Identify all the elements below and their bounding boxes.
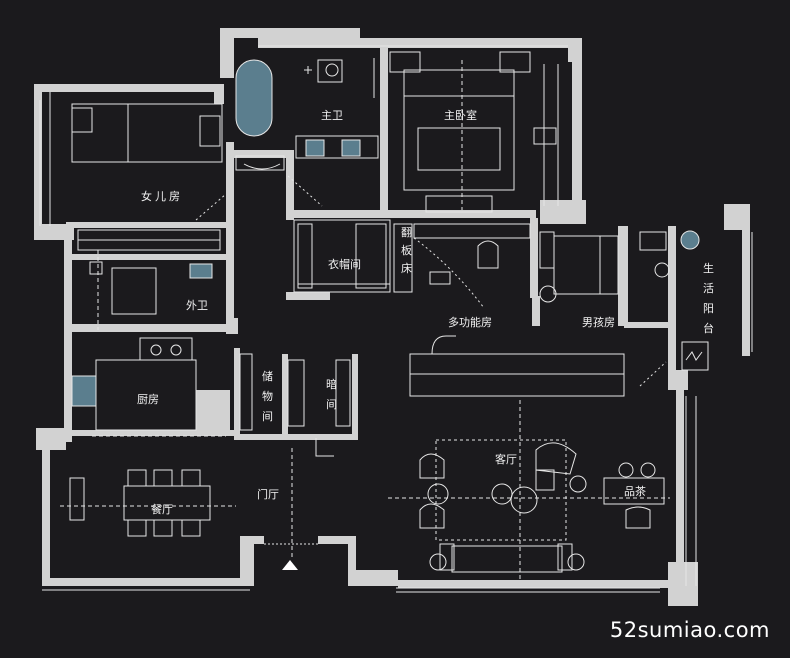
watermark: 52sumiao.com <box>609 618 770 642</box>
linework <box>39 45 709 580</box>
label-living-room: 客厅 <box>495 452 517 466</box>
label-cloakroom: 衣帽间 <box>328 257 361 271</box>
label-utility-balcony: 生活阳台 <box>703 261 714 335</box>
walls <box>34 28 750 606</box>
label-folding-bed: 翻板床 <box>401 225 412 275</box>
label-dark-room: 暗间 <box>326 377 337 411</box>
label-storage-room: 储物间 <box>262 369 273 423</box>
label-guest-bath: 外卫 <box>186 299 208 312</box>
label-master-bedroom: 主卧室 <box>444 108 477 122</box>
label-foyer: 门厅 <box>257 487 279 501</box>
label-daughter-room: 女儿房 <box>141 189 183 203</box>
label-master-bath: 主卫 <box>321 109 343 122</box>
label-multi-function-room: 多功能房 <box>448 315 492 329</box>
room-labels: 主卫 主卧室 女儿房 衣帽间 外卫 多功能房 男孩房 厨房 客厅 餐厅 品茶 门… <box>137 108 714 516</box>
windows <box>42 232 753 593</box>
label-dining-room: 餐厅 <box>151 502 173 516</box>
entrance-marker <box>282 560 298 570</box>
label-tea-area: 品茶 <box>624 485 646 498</box>
label-boy-room: 男孩房 <box>582 316 615 329</box>
label-kitchen: 厨房 <box>137 393 159 406</box>
